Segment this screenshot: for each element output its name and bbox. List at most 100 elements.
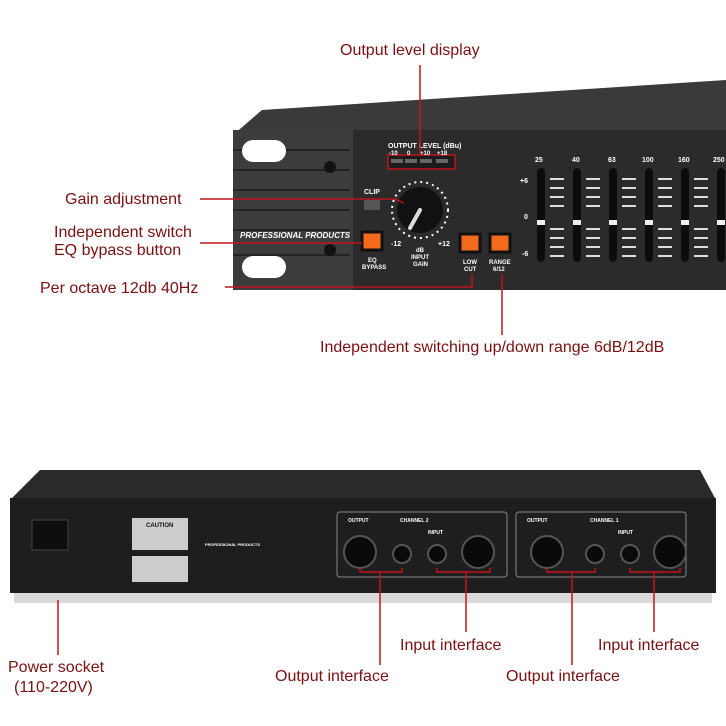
eq-scale-tick (550, 255, 564, 257)
eq-scale-tick (622, 187, 636, 189)
eq-scale-tick (586, 187, 600, 189)
spec-label (132, 556, 188, 582)
caution-text: CAUTION (146, 523, 173, 529)
output-label: OUTPUT (527, 518, 548, 524)
eq-scale-tick (586, 237, 600, 239)
eq-slider-knob[interactable] (645, 220, 653, 225)
eq-scale-tick (658, 205, 672, 207)
range-label: RANGE (489, 260, 511, 266)
eq-scale-tick (550, 178, 564, 180)
eq-slider-25[interactable] (537, 168, 545, 262)
eq-label: BYPASS (362, 265, 386, 271)
eq-scale-tick (622, 246, 636, 248)
gain-unit: dB (416, 248, 425, 254)
eq-slider-160[interactable] (681, 168, 689, 262)
gain-label: INPUT (411, 255, 429, 261)
eq-scale-tick (694, 187, 708, 189)
gain-label: GAIN (413, 262, 428, 268)
eq-scale-tick (694, 246, 708, 248)
eq-scale-tick (586, 228, 600, 230)
eq-scale-tick (658, 237, 672, 239)
xlr-input-jack-ch1[interactable] (653, 535, 687, 569)
brand-label: PROFESSIONAL PRODUCTS (240, 231, 351, 240)
eq-band-label: 25 (535, 157, 543, 164)
input-label: INPUT (428, 530, 443, 536)
eq-slider-knob[interactable] (573, 220, 581, 225)
eq-scale-tick (622, 237, 636, 239)
output-level-title: OUTPUT LEVEL (dBu) (388, 143, 461, 150)
low-cut-button[interactable] (458, 232, 482, 254)
eq-scale-tick (658, 196, 672, 198)
eq-scale-tick (622, 228, 636, 230)
meter-tick: 0 (407, 151, 411, 157)
eq-slider-knob[interactable] (681, 220, 689, 225)
clip-led (364, 200, 380, 210)
eq-scale-tick (694, 205, 708, 207)
annotation-gain-adjustment: Gain adjustment (65, 191, 182, 208)
xlr-input-jack-ch2[interactable] (461, 535, 495, 569)
rack-hole-top (242, 140, 286, 162)
annotation-range-switch: Independent switching up/down range 6dB/… (320, 339, 665, 356)
eq-band-label: 100 (642, 157, 654, 164)
eq-scale-tick (550, 187, 564, 189)
eq-scale-tick (550, 246, 564, 248)
annotation-input-interface-ch2: Input interface (400, 637, 502, 654)
eq-slider-100[interactable] (645, 168, 653, 262)
eq-band-label: 63 (608, 157, 616, 164)
leader-line (225, 274, 473, 288)
eq-label: EQ (368, 258, 377, 264)
channel-2-panel (336, 511, 508, 578)
eq-scale-tick (658, 187, 672, 189)
eq-scale-tick (694, 255, 708, 257)
eq-bypass-button[interactable] (360, 230, 384, 252)
eq-slider-250[interactable] (717, 168, 725, 262)
eq-slider-knob[interactable] (609, 220, 617, 225)
eq-scale-tick (694, 228, 708, 230)
eq-slider-63[interactable] (609, 168, 617, 262)
meter-tick: +18 (437, 151, 448, 157)
eq-scale-tick (622, 255, 636, 257)
eq-scale-tick (658, 246, 672, 248)
screw-icon (324, 244, 336, 256)
annotation-power-socket: Power socket (8, 659, 105, 676)
gain-min: -12 (391, 241, 401, 248)
annotation-per-octave: Per octave 12db 40Hz (40, 280, 199, 297)
annotation-output-level-display: Output level display (340, 42, 480, 59)
chassis-top (233, 80, 726, 135)
output-label: OUTPUT (348, 518, 369, 524)
trs-input-jack-ch1[interactable] (620, 544, 640, 564)
eq-scale: -6 (522, 251, 528, 258)
trs-output-jack-ch2[interactable] (392, 544, 412, 564)
annotation-eq-bypass: EQ bypass button (54, 242, 182, 259)
annotation-independent-switch: Independent switch (54, 224, 192, 241)
range-label: 6/12 (493, 267, 505, 273)
clip-label: CLIP (364, 189, 380, 196)
eq-scale-tick (550, 205, 564, 207)
annotation-output-interface-ch2: Output interface (275, 668, 389, 685)
eq-scale-tick (586, 205, 600, 207)
eq-scale-tick (694, 178, 708, 180)
eq-slider-40[interactable] (573, 168, 581, 262)
xlr-output-jack-ch2[interactable] (343, 535, 377, 569)
eq-band-label: 40 (572, 157, 580, 164)
rear-chassis-top (10, 470, 716, 500)
eq-scale-tick (622, 196, 636, 198)
eq-slider-knob[interactable] (537, 220, 545, 225)
eq-scale: +6 (520, 178, 528, 185)
meter-tick: -10 (389, 151, 398, 157)
low-cut-label: CUT (464, 267, 477, 273)
xlr-output-jack-ch1[interactable] (530, 535, 564, 569)
annotation-power-voltage: (110-220V) (14, 679, 93, 696)
eq-scale-tick (622, 178, 636, 180)
eq-scale-tick (550, 196, 564, 198)
trs-output-jack-ch1[interactable] (585, 544, 605, 564)
eq-slider-knob[interactable] (717, 220, 725, 225)
eq-scale-tick (658, 255, 672, 257)
eq-band-label: 250 (713, 157, 725, 164)
eq-scale-tick (550, 237, 564, 239)
trs-input-jack-ch2[interactable] (427, 544, 447, 564)
range-button[interactable] (488, 232, 512, 254)
power-socket[interactable] (31, 519, 69, 551)
eq-scale: 0 (524, 214, 528, 221)
